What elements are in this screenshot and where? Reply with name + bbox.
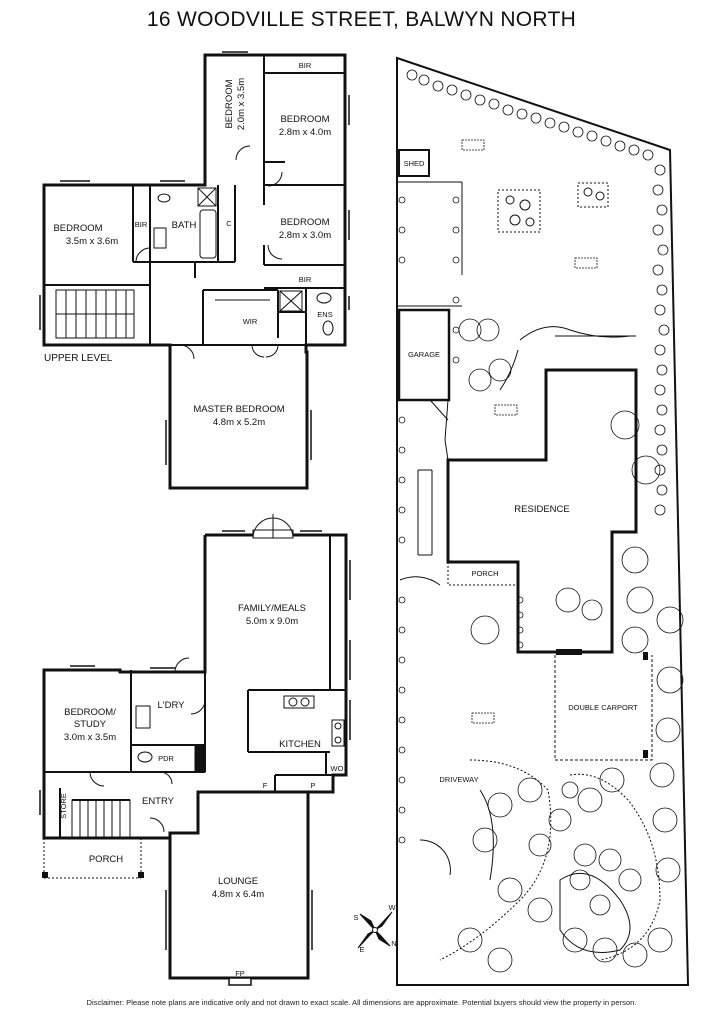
site-shed <box>398 149 430 177</box>
ground-ldry-label: L'DRY <box>158 700 186 711</box>
upper-master-name: MASTER BEDROOM <box>193 404 284 415</box>
upper-cupboard-label: C <box>226 219 232 228</box>
site-driveway-label: DRIVEWAY <box>439 775 478 784</box>
ground-porch-label: PORCH <box>89 854 123 865</box>
upper-bedroom-left-size: 3.5m x 3.6m <box>66 236 118 247</box>
upper-bedroom-top-size: 2.8m x 4.0m <box>279 127 331 138</box>
site-porch <box>447 562 518 586</box>
ground-pantry-label: P <box>310 781 315 790</box>
ground-porch <box>43 838 142 879</box>
site-pavers <box>461 139 598 724</box>
upper-bath-label: BATH <box>172 220 197 231</box>
site-vegetation <box>398 69 684 973</box>
upper-level-partitions <box>44 55 345 346</box>
ground-family-size: 5.0m x 9.0m <box>246 616 298 627</box>
compass-n: N <box>391 939 396 948</box>
upper-master-size: 4.8m x 5.2m <box>213 417 265 428</box>
disclaimer-text: Disclaimer: Please note plans are indica… <box>86 998 637 1007</box>
upper-bir-mid-label: BIR <box>299 275 312 284</box>
site-boundary <box>396 56 690 986</box>
upper-doors <box>135 145 283 360</box>
upper-bedroom-narrow-size: 2.0m x 3.5m <box>236 78 247 130</box>
upper-fixtures <box>153 187 334 336</box>
upper-bir-left-label: BIR <box>135 220 148 229</box>
compass-s: S <box>353 913 358 922</box>
upper-level-walls <box>42 53 347 490</box>
upper-bedroom-narrow-name: BEDROOM <box>224 79 235 128</box>
upper-level-label: UPPER LEVEL <box>44 353 113 364</box>
ground-study-name: BEDROOM/ <box>64 707 116 718</box>
site-garden-beds <box>439 182 661 961</box>
upper-bir-top-label: BIR <box>299 61 312 70</box>
ground-fixtures <box>135 514 345 773</box>
upper-stairs <box>55 289 135 339</box>
ground-doors <box>89 657 206 833</box>
ground-entry-label: ENTRY <box>142 796 175 807</box>
ground-windows <box>39 530 351 950</box>
ground-kitchen-label: KITCHEN <box>279 739 321 750</box>
ground-stairs <box>71 799 131 839</box>
upper-bedroom-mid-size: 2.8m x 3.0m <box>279 230 331 241</box>
site-garage <box>397 308 451 402</box>
upper-windows <box>39 51 350 465</box>
compass-e: E <box>359 945 364 954</box>
upper-bedroom-left-name: BEDROOM <box>53 223 102 234</box>
site-porch-label: PORCH <box>471 569 498 578</box>
site-garage-label: GARAGE <box>408 350 440 359</box>
site-carport <box>554 655 653 761</box>
ground-fridge-label: F <box>263 781 268 790</box>
ground-pdr-label: PDR <box>158 754 174 763</box>
compass-w: W <box>388 903 396 912</box>
ground-study-size: 3.0m x 3.5m <box>64 732 116 743</box>
ground-lounge-size: 4.8m x 6.4m <box>212 889 264 900</box>
plan-title: 16 WOODVILLE STREET, BALWYN NORTH <box>146 8 577 31</box>
ground-lounge-name: LOUNGE <box>218 876 258 887</box>
upper-bedroom-mid-name: BEDROOM <box>280 217 329 228</box>
upper-bedroom-top-name: BEDROOM <box>280 114 329 125</box>
site-residence-label: RESIDENCE <box>514 504 569 515</box>
upper-wir-label: WIR <box>243 317 258 326</box>
ground-family-name: FAMILY/MEALS <box>238 603 306 614</box>
upper-ens-label: ENS <box>317 310 332 319</box>
compass-rose <box>357 911 393 949</box>
ground-store-label: STORE <box>59 793 68 819</box>
ground-wo-label: WO <box>331 764 344 773</box>
ground-fireplace-label: FP <box>235 969 245 978</box>
site-shed-label: SHED <box>404 159 425 168</box>
site-carport-label: DOUBLE CARPORT <box>568 703 638 712</box>
site-residence <box>446 368 638 654</box>
ground-study-name2: STUDY <box>74 719 107 730</box>
site-fence-lines <box>398 181 636 876</box>
